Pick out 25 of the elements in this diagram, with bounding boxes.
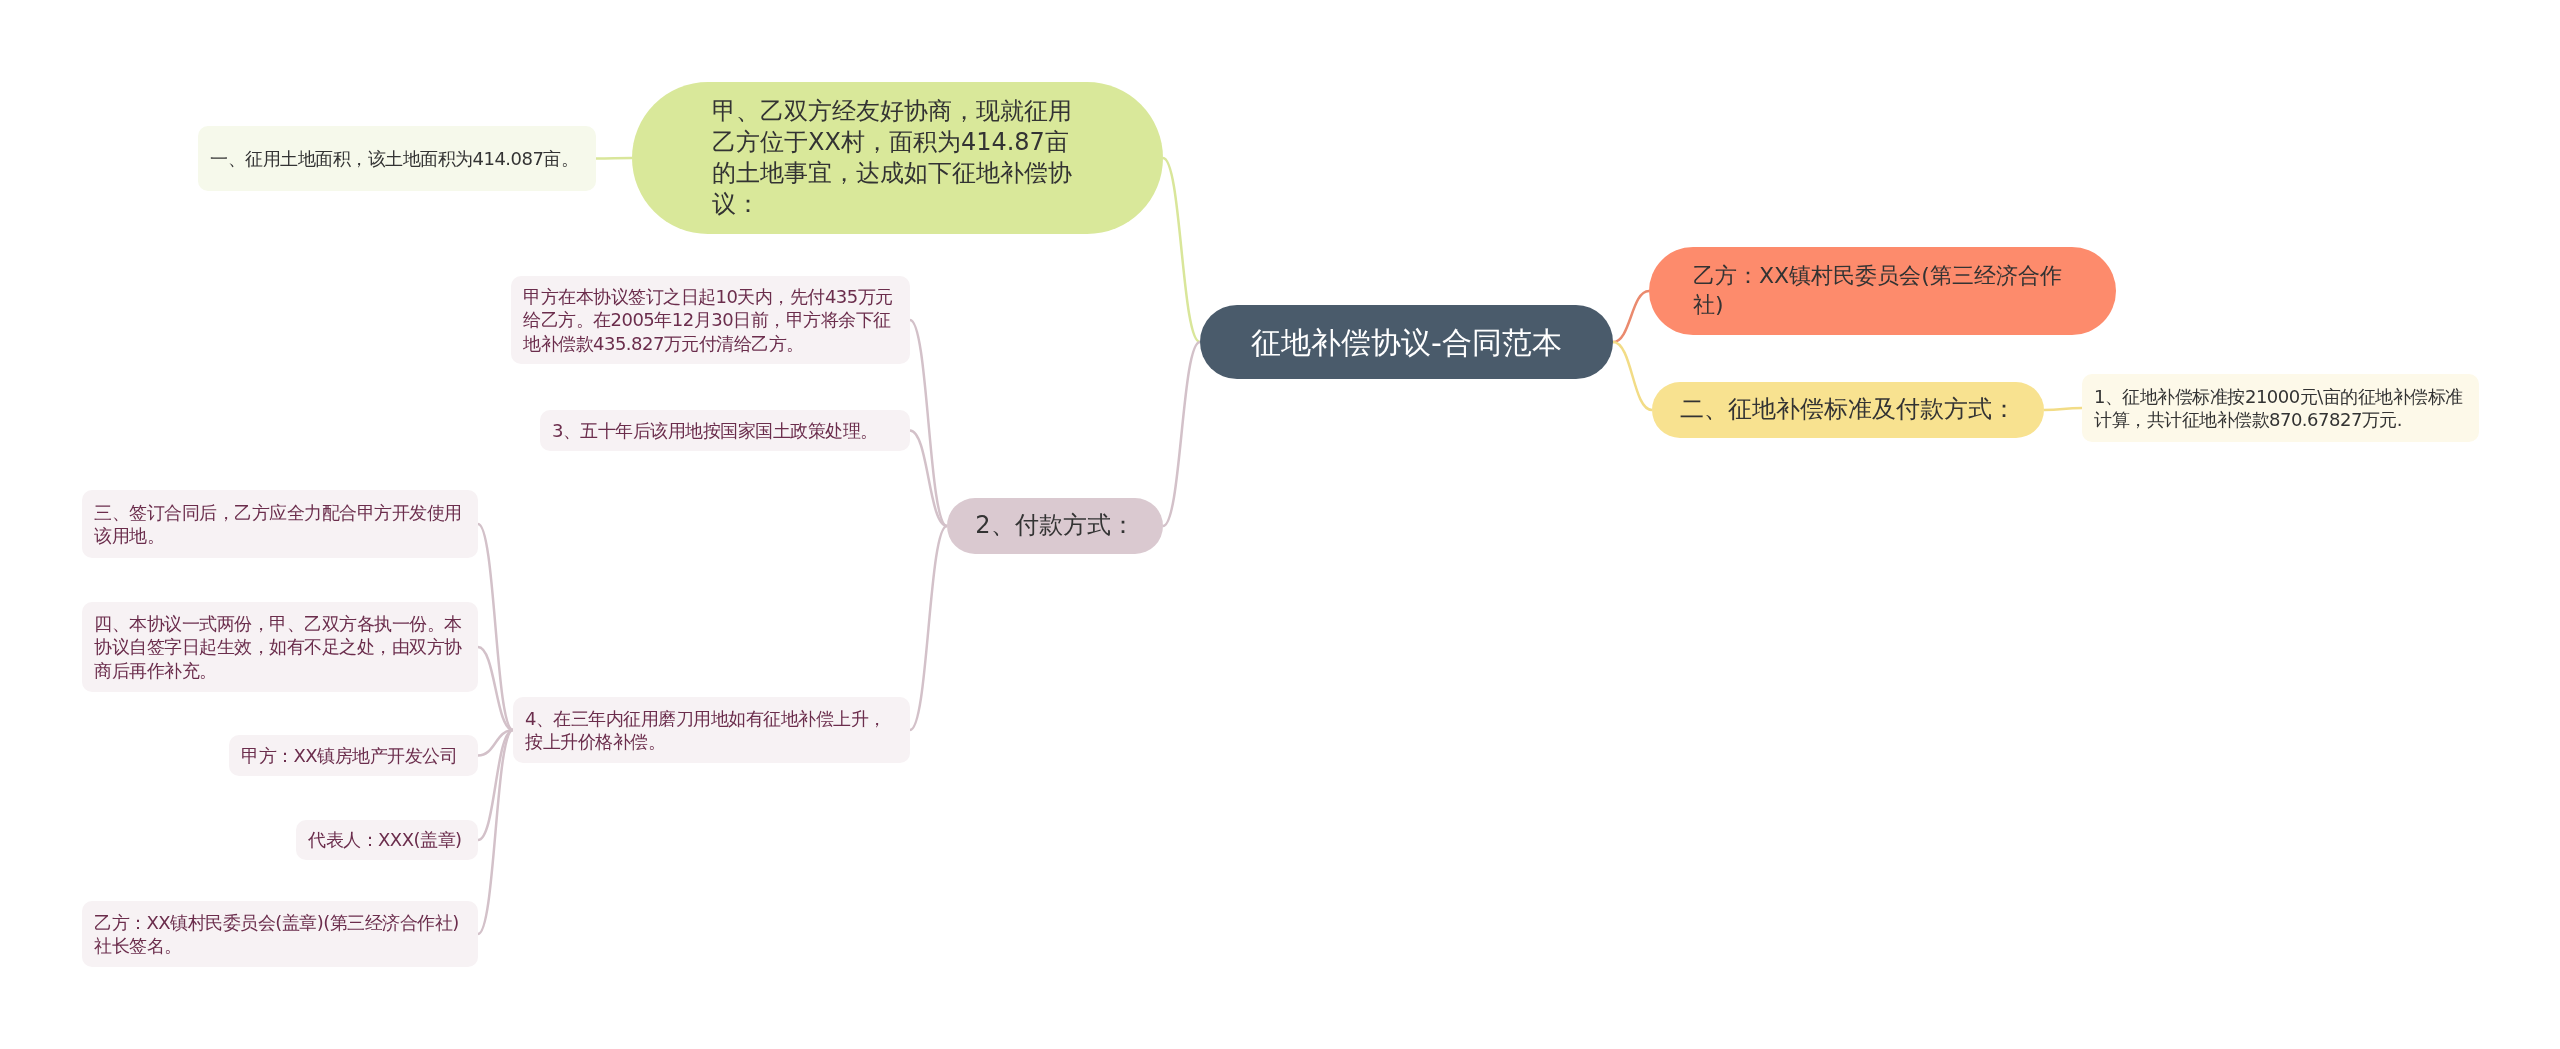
connector-line bbox=[477, 729, 514, 935]
connector-line bbox=[596, 156, 632, 160]
connector-line bbox=[1162, 157, 1201, 343]
connector-line bbox=[1162, 341, 1201, 527]
connector-line bbox=[909, 319, 948, 527]
subtopic-box: 四、本协议一式两份，甲、乙双方各执一份。本协议自签字日起生效，如有不足之处，由双方协商后再作补充。 bbox=[82, 602, 478, 692]
connector-line bbox=[1612, 340, 1653, 412]
connector-line bbox=[477, 523, 514, 731]
subtopic-box: 代表人：XXX(盖章) bbox=[296, 820, 478, 860]
subtopic-box: 乙方：XX镇村民委员会(盖章)(第三经济合作社)社长签名。 bbox=[82, 901, 478, 967]
subtopic-box: 3、五十年后该用地按国家国土政策处理。 bbox=[540, 410, 910, 451]
connector-line bbox=[1612, 289, 1650, 344]
central-topic-box: 征地补偿协议-合同范本 bbox=[1200, 305, 1613, 379]
topic-box: 甲、乙双方经友好协商，现就征用乙方位于XX村，面积为414.87亩的土地事宜，达成如下征地补偿协议： bbox=[632, 82, 1163, 234]
subtopic-box: 1、征地补偿标准按21000元\亩的征地补偿标准计算，共计征地补偿款870.67827万元. bbox=[2082, 374, 2479, 442]
topic-box: 乙方：XX镇村民委员会(第三经济合作社) bbox=[1649, 247, 2116, 335]
connector-line bbox=[909, 525, 948, 731]
subtopic-box: 三、签订合同后，乙方应全力配合甲方开发使用该用地。 bbox=[82, 490, 478, 558]
subtopic-box: 一、征用土地面积，该土地面积为414.087亩。 bbox=[198, 126, 596, 191]
subtopic-box: 甲方在本协议签订之日起10天内，先付435万元给乙方。在2005年12月30日前，甲方将余下征地补偿款435.827万元付清给乙方。 bbox=[511, 276, 910, 364]
connector-line bbox=[2044, 406, 2082, 412]
subtopic-box: 甲方：XX镇房地产开发公司 bbox=[229, 735, 478, 776]
topic-box: 二、征地补偿标准及付款方式： bbox=[1652, 382, 2044, 438]
topic-box: 2、付款方式： bbox=[947, 498, 1163, 554]
subtopic-box: 4、在三年内征用磨刀用地如有征地补偿上升，按上升价格补偿。 bbox=[513, 697, 910, 763]
